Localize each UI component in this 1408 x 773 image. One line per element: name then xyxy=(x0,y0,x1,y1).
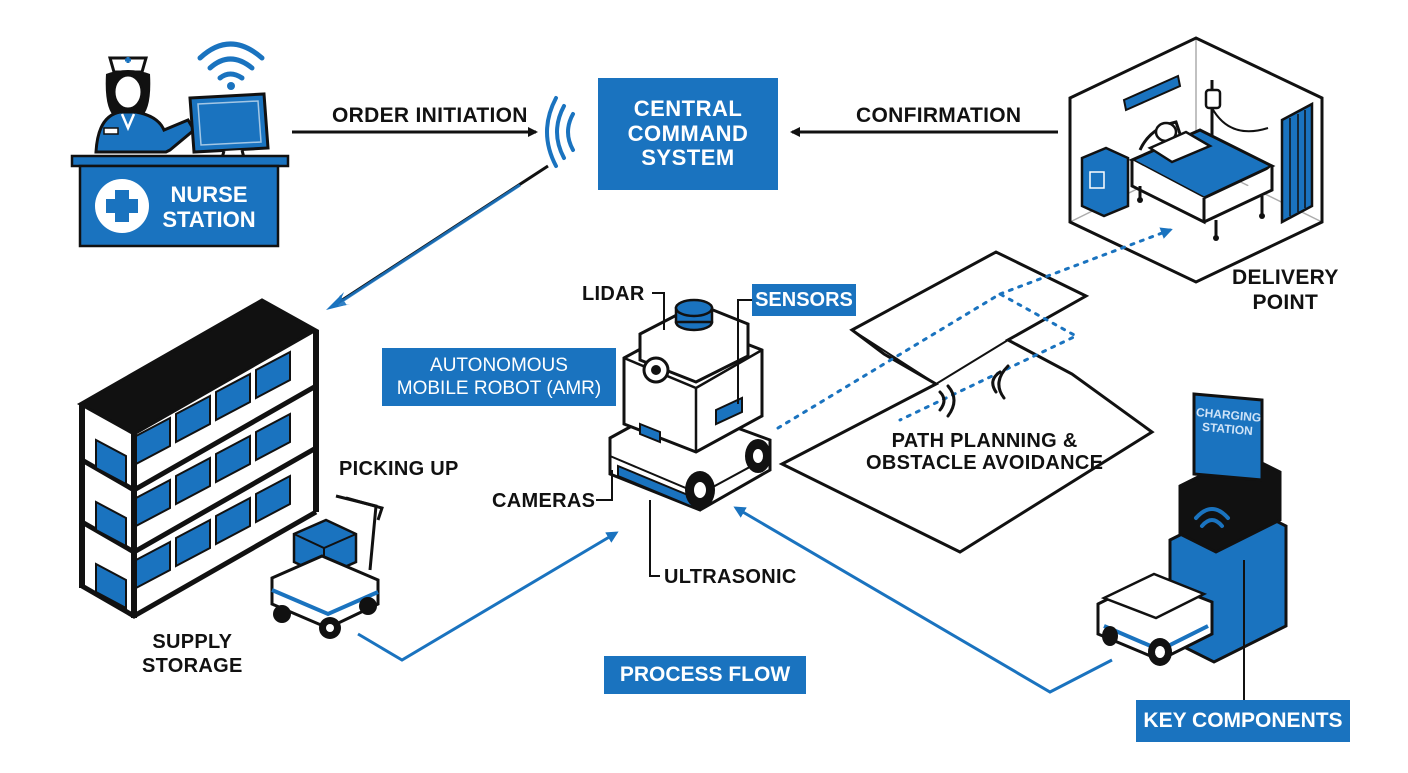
path-planning-label: PATH PLANNING & OBSTACLE AVOIDANCE xyxy=(866,430,1104,475)
supply-shelf-icon xyxy=(76,298,320,619)
ultrasonic-label: ULTRASONIC xyxy=(664,566,797,588)
medical-cross-icon xyxy=(95,179,149,233)
picking-up-label: PICKING UP xyxy=(339,458,459,480)
order-initiation-label: ORDER INITIATION xyxy=(332,104,528,127)
charging-station-icon xyxy=(1096,392,1288,700)
delivery-room-illustration xyxy=(1068,36,1324,284)
charging-station-sign: CHARGING STATION xyxy=(1195,405,1262,439)
confirmation-label: CONFIRMATION xyxy=(856,104,1022,127)
cameras-label: CAMERAS xyxy=(492,490,596,512)
path-planning-floor xyxy=(776,227,1173,554)
nurse-station-illustration xyxy=(70,41,290,248)
pickup-to-robot-arrow xyxy=(357,531,619,662)
hospital-bed-icon xyxy=(1128,120,1276,241)
delivery-cart-icon xyxy=(270,494,384,639)
lidar-label: LIDAR xyxy=(582,283,645,305)
process-flow-badge: PROCESS FLOW xyxy=(604,656,806,694)
supply-storage-label: SUPPLY STORAGE xyxy=(142,631,243,677)
amr-robot-icon xyxy=(608,298,772,512)
key-components-badge: KEY COMPONENTS xyxy=(1136,700,1350,742)
nurse-icon xyxy=(94,56,196,154)
signal-icon xyxy=(545,96,575,168)
sensors-label: SENSORS xyxy=(752,284,856,316)
amr-label: AUTONOMOUS MOBILE ROBOT (AMR) xyxy=(382,348,616,406)
computer-monitor-icon xyxy=(188,92,270,160)
nurse-station-label: NURSE STATION xyxy=(162,182,256,232)
wifi-icon xyxy=(197,41,265,90)
central-command-system[interactable]: CENTRAL COMMAND SYSTEM xyxy=(598,78,778,190)
return-arrow xyxy=(733,506,1113,694)
delivery-point-label: DELIVERY POINT xyxy=(1232,266,1339,314)
wifi-icon xyxy=(1194,507,1230,528)
